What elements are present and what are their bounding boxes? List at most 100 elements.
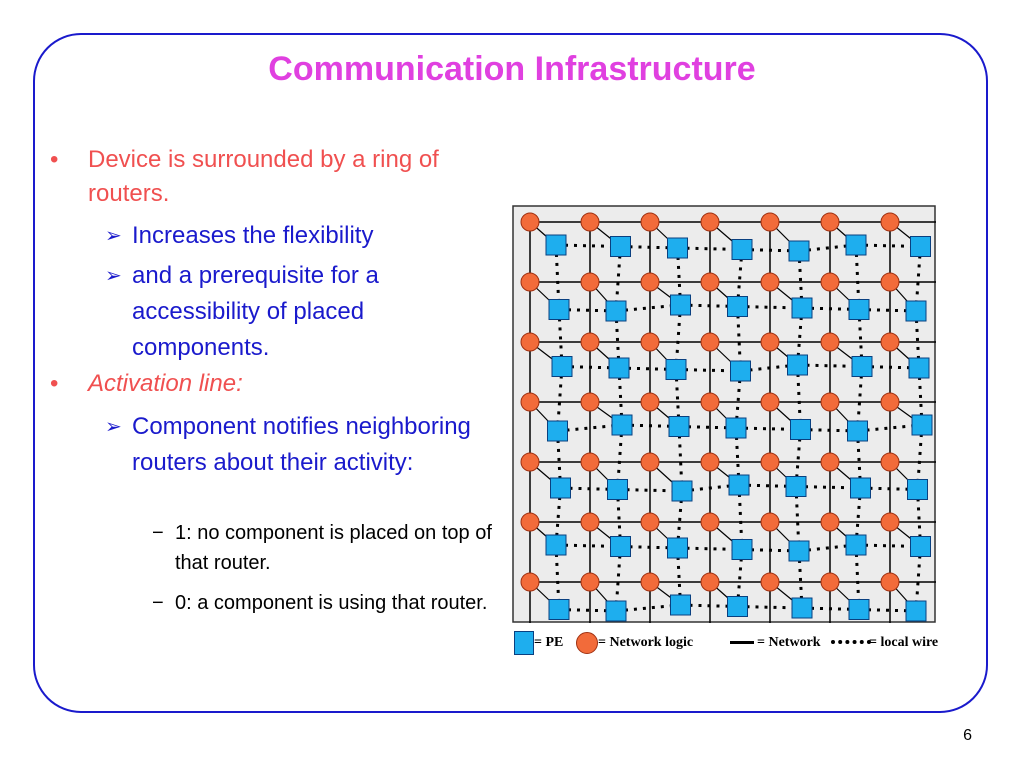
pe-block [667, 237, 688, 259]
router-node [640, 332, 660, 352]
sub-bullet-text: Component notifies neighboring routers a… [132, 413, 471, 476]
local-wire [916, 424, 924, 490]
local-wire [557, 423, 623, 433]
diagram-background [512, 205, 936, 623]
pe-block [905, 300, 927, 322]
pe-block [731, 239, 753, 260]
pe-block [730, 360, 751, 382]
pe-block [845, 534, 867, 556]
router-node [760, 392, 780, 412]
local-wire [615, 303, 681, 313]
legend-network-logic: = Network logic [598, 635, 694, 650]
router-node [520, 572, 540, 592]
bullet-marker: • [50, 146, 59, 173]
router-node [640, 452, 660, 472]
network-grid-diagram [512, 205, 936, 623]
dash-bullet-icon: − [152, 522, 164, 544]
router-node [880, 392, 900, 412]
pe-block [668, 416, 690, 437]
local-wire [855, 243, 921, 248]
sub-sub-bullet-text: 0: a component is using that router. [175, 592, 488, 614]
router-node [520, 512, 540, 532]
pe-block [550, 477, 571, 499]
pe-block [787, 354, 808, 376]
router-node [820, 272, 840, 292]
local-wire [675, 368, 741, 373]
router-node [820, 332, 840, 352]
legend-network: = Network [757, 635, 821, 650]
pe-block [610, 236, 631, 257]
pe-block [608, 357, 630, 379]
arrow-bullet-icon: ➢ [105, 225, 122, 247]
arrow-bullet-icon: ➢ [105, 416, 122, 438]
router-node [760, 512, 780, 532]
pe-block [605, 600, 627, 622]
sub-sub-bullet-text: 1: no component is placed on top of that… [175, 522, 492, 574]
router-node [820, 212, 840, 232]
diagram-legend: = PE = Network logic = Network = local w… [514, 630, 944, 656]
dash-bullet-icon: − [152, 592, 164, 614]
local-wire [554, 244, 561, 310]
pe-block [908, 357, 930, 379]
local-wire [737, 484, 744, 550]
local-wire [857, 423, 923, 433]
local-wire [554, 544, 561, 610]
router-node [580, 332, 600, 352]
router-node [700, 512, 720, 532]
local-wire [614, 546, 622, 612]
pe-block [547, 420, 568, 442]
router-node [580, 572, 600, 592]
pe-block [848, 299, 870, 320]
router-node [520, 212, 540, 232]
router-node [820, 392, 840, 412]
router-node [820, 512, 840, 532]
pe-block [910, 236, 931, 257]
local-wire [677, 246, 743, 251]
pe-block [667, 537, 688, 559]
network-line-swatch-icon [730, 641, 754, 644]
pe-block [610, 536, 631, 557]
local-wire [555, 543, 621, 548]
pe-block [605, 300, 627, 322]
bullet-text: Device is surrounded by a ring of router… [88, 146, 439, 207]
local-wire [737, 605, 803, 610]
local-wire [737, 305, 803, 310]
pe-block [847, 420, 868, 442]
local-wire [914, 546, 922, 612]
local-wire [615, 603, 681, 613]
local-wire [736, 306, 742, 372]
pe-block [911, 414, 933, 436]
pe-block [551, 356, 573, 377]
pe-block [545, 534, 567, 556]
local-wire [914, 246, 922, 312]
pe-block [791, 597, 813, 619]
pe-block [725, 417, 747, 439]
router-node [760, 212, 780, 232]
router-node [700, 272, 720, 292]
local-wire [617, 488, 683, 493]
pe-block [548, 599, 570, 620]
router-node [760, 572, 780, 592]
pe-block [670, 594, 691, 616]
local-wire [854, 244, 861, 310]
pe-block [548, 299, 570, 320]
legend-pe: = PE [534, 635, 564, 650]
pe-block [607, 479, 628, 500]
router-node [700, 332, 720, 352]
local-wire [555, 243, 621, 248]
local-wire [677, 546, 743, 551]
local-wire-swatch-icon [831, 640, 871, 644]
pe-block [545, 234, 567, 256]
router-node [580, 452, 600, 472]
router-node [700, 572, 720, 592]
router-node [700, 392, 720, 412]
pe-block [670, 294, 691, 316]
pe-block [845, 234, 867, 256]
router-node [760, 452, 780, 472]
local-wire [556, 366, 564, 432]
local-wire [795, 485, 861, 490]
local-wire [855, 543, 921, 548]
bullet-text: Activation line: [88, 370, 243, 397]
router-node [880, 272, 900, 292]
bullet-marker: • [50, 370, 59, 397]
